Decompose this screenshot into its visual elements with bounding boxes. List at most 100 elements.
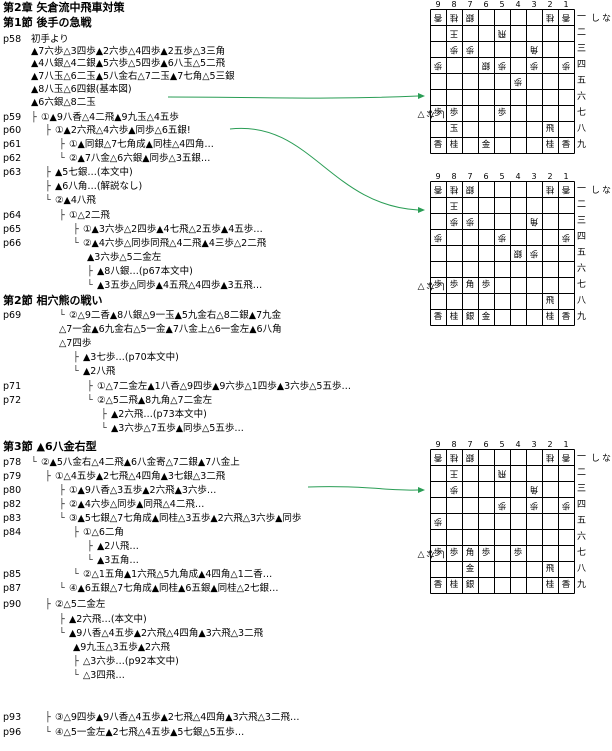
row-label: 六 <box>577 264 587 274</box>
tree-connector: └ <box>59 583 65 594</box>
row-label: 七 <box>577 108 587 118</box>
column-label: 6 <box>483 440 489 449</box>
arrow-1-head <box>418 93 425 99</box>
section-1-heading: 第1節 後手の急戦 <box>3 16 92 29</box>
column-label: 9 <box>435 440 441 449</box>
move-line: ①▲9八香△4二飛▲9九玉△4五歩 <box>41 112 179 123</box>
gote-piece: 歩 <box>513 76 523 86</box>
row-label: 八 <box>577 124 587 134</box>
move-line: △3六歩…(p92本文中) <box>83 656 179 667</box>
sente-piece: 飛 <box>545 564 555 574</box>
row-label: 六 <box>577 532 587 542</box>
sente-piece: 桂 <box>545 312 555 322</box>
gote-piece: 香 <box>433 184 443 194</box>
section-3-heading: 第3節 ▲6八金右型 <box>3 440 97 453</box>
move-line: ▲3六歩△7五歩▲同歩△5五歩… <box>111 423 244 434</box>
column-label: 4 <box>515 0 521 9</box>
section-2-heading: 第2節 相穴熊の戦い <box>3 294 103 307</box>
gote-piece: 歩 <box>497 232 507 242</box>
gote-piece: 歩 <box>497 60 507 70</box>
tree-connector: ├ <box>31 112 37 123</box>
gote-piece: 歩 <box>529 500 539 510</box>
sente-piece: 歩 <box>513 548 523 558</box>
sente-piece: 角 <box>465 280 475 290</box>
gote-piece: 銀 <box>465 184 475 194</box>
move-line: ①△6二角 <box>83 527 124 538</box>
row-label: 二 <box>577 200 587 210</box>
tree-connector: └ <box>45 727 51 738</box>
tree-connector: ├ <box>45 125 51 136</box>
gote-piece: 桂 <box>545 12 555 22</box>
gote-piece: 歩 <box>529 60 539 70</box>
gote-piece: 香 <box>433 12 443 22</box>
sente-piece: 香 <box>433 580 443 590</box>
page-ref: p63 <box>3 167 22 178</box>
sente-piece: 香 <box>561 580 571 590</box>
gote-piece: 香 <box>561 452 571 462</box>
column-label: 8 <box>451 440 457 449</box>
column-label: 6 <box>483 0 489 9</box>
tree-connector: ├ <box>73 224 79 235</box>
page-ref: p69 <box>3 310 22 321</box>
sente-piece: 桂 <box>545 140 555 150</box>
gote-piece: 銀 <box>465 452 475 462</box>
move-line: △7四歩 <box>59 338 92 349</box>
gote-piece: 角 <box>529 484 539 494</box>
sente-hand: ▽ なし <box>416 549 448 559</box>
page-ref: p87 <box>3 583 22 594</box>
page-ref: p82 <box>3 499 22 510</box>
arrow-3-head <box>418 487 425 493</box>
move-line: ①△2二飛 <box>69 210 110 221</box>
gote-piece: 銀 <box>481 60 491 70</box>
sente-hand: ▽ なし <box>416 281 448 291</box>
move-line: ②▲4六歩△同歩同飛△4二飛▲4三歩△2二飛 <box>83 238 267 249</box>
page-ref: p80 <box>3 485 22 496</box>
column-label: 5 <box>499 172 505 181</box>
tree-connector: ├ <box>87 266 93 277</box>
column-label: 7 <box>467 440 473 449</box>
move-line: ①▲3六歩△2四歩▲4七飛△2五歩▲4五歩… <box>83 224 263 235</box>
row-label: 八 <box>577 296 587 306</box>
tree-connector: ├ <box>59 139 65 150</box>
gote-piece: 香 <box>561 12 571 22</box>
move-line: ▲6六銀△8二玉 <box>31 97 96 108</box>
page-ref: p96 <box>3 727 22 738</box>
gote-piece: 歩 <box>433 232 443 242</box>
tree-connector: └ <box>59 310 65 321</box>
tree-connector: └ <box>31 457 37 468</box>
move-line: ▲2六飛…(本文中) <box>69 614 147 625</box>
page-ref: p79 <box>3 471 22 482</box>
move-line: ②△1五角▲1六飛△5九角成▲4四角△1二香… <box>83 569 273 580</box>
sente-piece: 玉 <box>449 124 459 134</box>
page-ref: p64 <box>3 210 22 221</box>
move-line: ②▲4六歩△同歩▲同飛△4二飛… <box>69 499 205 510</box>
move-line: ④▲6五銀△7七角成▲同桂▲6五銀▲同桂△2七銀… <box>69 583 279 594</box>
sente-piece: 角 <box>465 548 475 558</box>
gote-piece: 歩 <box>561 60 571 70</box>
sente-piece: 香 <box>561 312 571 322</box>
sente-piece: 香 <box>561 140 571 150</box>
sente-piece: 金 <box>481 140 491 150</box>
gote-piece: 歩 <box>561 232 571 242</box>
board-grid <box>430 449 575 594</box>
sente-piece: 歩 <box>449 548 459 558</box>
tree-connector: ├ <box>45 181 51 192</box>
gote-hand: ▲ なし <box>589 453 612 463</box>
move-line: ▲3五角… <box>97 555 139 566</box>
row-label: 四 <box>577 60 587 70</box>
move-line: ①▲9八香△3五歩▲2六飛▲3六歩… <box>69 485 217 496</box>
sente-piece: 銀 <box>465 580 475 590</box>
gote-piece: 歩 <box>449 484 459 494</box>
move-line: △7一金▲6九金右△5一金▲7八金上△6一金左▲6八角 <box>59 324 282 335</box>
column-label: 5 <box>499 440 505 449</box>
gote-piece: 歩 <box>529 248 539 258</box>
row-label: 五 <box>577 248 587 258</box>
sente-piece: 歩 <box>433 280 443 290</box>
move-line: ▲2八飛 <box>83 366 116 377</box>
row-label: 一 <box>577 12 587 22</box>
move-line: ▲7六歩△3四歩▲2六歩△4四歩▲2五歩△3三角 <box>31 46 226 57</box>
tree-connector: └ <box>87 280 93 291</box>
gote-piece: 桂 <box>449 12 459 22</box>
gote-hand: ▲ なし <box>589 185 612 195</box>
column-label: 7 <box>467 0 473 9</box>
